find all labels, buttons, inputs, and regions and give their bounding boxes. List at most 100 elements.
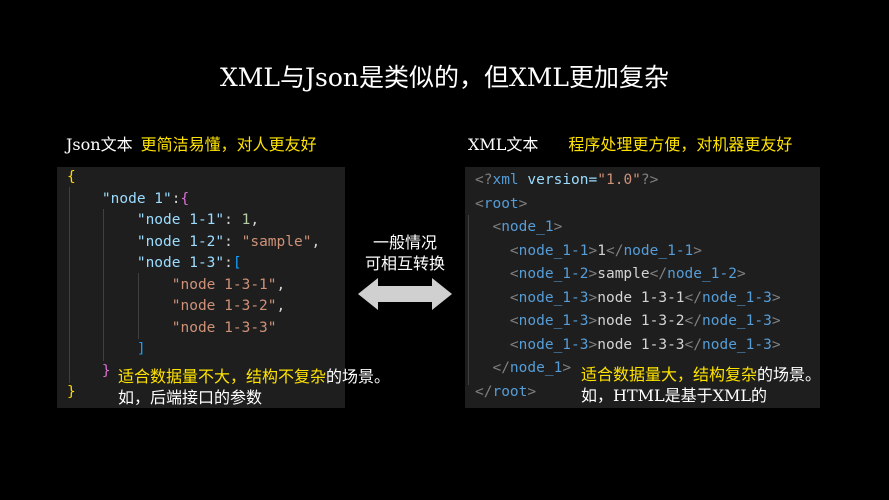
code-token: version=: [518, 172, 598, 188]
slide-title: XML与Json是类似的，但XML更加复杂: [219, 63, 669, 92]
code-token: <: [475, 266, 519, 282]
code-line: <node_1>: [475, 219, 562, 235]
code-token: </: [684, 289, 703, 306]
code-token: >: [588, 289, 598, 306]
code-token: node_1-2: [518, 266, 589, 282]
code-token: >: [553, 219, 563, 235]
indent-guide: [468, 215, 469, 385]
code-line: "node 1-1": 1,: [67, 212, 259, 228]
code-line: }: [67, 384, 76, 400]
code-token: 1: [241, 212, 251, 228]
xml-code-block: <?xml version="1.0"?><root> <node_1> <no…: [465, 167, 820, 408]
code-token: root: [492, 383, 528, 400]
indent-guide: [103, 209, 104, 361]
json-label-desc: 更简洁易懂，对人更友好: [140, 135, 317, 154]
json-note-rest: 的场景。: [326, 367, 391, 386]
code-line: </root>: [475, 384, 536, 400]
code-token: <: [475, 313, 519, 329]
code-token: node_1-1: [623, 242, 694, 259]
code-token: node_1-3: [702, 336, 772, 353]
indent-guide: [138, 273, 139, 339]
conversion-line2: 可相互转换: [364, 254, 445, 273]
code-token: }: [67, 362, 111, 379]
code-token: node_1: [509, 360, 563, 376]
code-token: :: [171, 190, 181, 207]
code-line: <node_1-1>1</node_1-1>: [475, 243, 702, 259]
code-token: node 1-3-1: [597, 289, 685, 306]
xml-note-rest: 的场景。: [757, 365, 822, 384]
code-line: "node 1-3-1",: [67, 276, 286, 293]
code-token: >: [527, 383, 537, 400]
code-token: >: [693, 242, 703, 259]
conversion-note: 一般情况可相互转换: [355, 232, 455, 274]
code-token: </: [475, 360, 510, 376]
code-line: }: [67, 363, 111, 379]
code-token: node_1-3: [702, 289, 772, 306]
code-token: >: [562, 360, 572, 376]
code-line: ]: [67, 341, 146, 357]
code-line: <node_1-2>sample</node_1-2>: [475, 266, 746, 282]
code-line: </node_1>: [475, 360, 571, 376]
json-note-highlight: 适合数据量不大，结构不复杂: [118, 367, 327, 386]
code-line: <node_1-3>node 1-3-3</node_1-3>: [475, 337, 781, 353]
code-line: <node_1-3>node 1-3-1</node_1-3>: [475, 290, 781, 306]
code-token: >: [736, 266, 746, 282]
code-token: node_1-3: [518, 313, 589, 329]
indent-guide: [69, 187, 70, 383]
code-token: >: [771, 313, 781, 329]
code-token: root: [483, 195, 519, 212]
code-token: :: [224, 255, 233, 271]
code-token: }: [67, 384, 76, 400]
code-token: <: [475, 195, 484, 212]
code-token: <: [475, 336, 519, 353]
code-token: </: [649, 266, 668, 282]
code-token: "node 1-1": [67, 212, 225, 228]
code-token: xml: [492, 172, 519, 188]
code-token: ,: [276, 298, 286, 314]
code-line: {: [67, 169, 76, 185]
code-token: node_1-3: [702, 313, 772, 329]
code-token: [: [232, 255, 242, 271]
code-token: </: [684, 313, 703, 329]
code-token: 1: [597, 242, 606, 259]
code-token: "node 1-2": [67, 233, 225, 250]
code-token: >: [588, 266, 598, 282]
code-token: node_1-3: [518, 336, 589, 353]
code-token: node_1: [501, 219, 554, 235]
code-line: "node 1-2": "sample",: [67, 234, 320, 250]
code-token: <: [475, 219, 502, 235]
code-token: <: [475, 242, 519, 259]
code-token: :: [224, 233, 242, 250]
code-token: ,: [276, 276, 286, 293]
xml-note-highlight: 适合数据量大，结构复杂: [581, 365, 758, 384]
code-token: ?>: [640, 172, 659, 188]
code-line: <node_1-3>node 1-3-2</node_1-3>: [475, 313, 781, 329]
code-token: node 1-3-3: [597, 336, 685, 353]
code-token: </: [605, 242, 624, 259]
xml-note: 适合数据量大，结构复杂的场景。如，HTML是基于XML的: [581, 364, 821, 406]
code-line: <root>: [475, 196, 527, 212]
code-token: "node 1-3-2": [67, 298, 277, 314]
code-token: :: [224, 212, 242, 228]
code-line: <?xml version="1.0"?>: [475, 172, 658, 188]
xml-note-line2: 如，HTML是基于XML的: [581, 386, 768, 405]
code-token: ]: [67, 341, 146, 357]
code-token: {: [67, 169, 76, 185]
code-token: </: [684, 336, 703, 353]
code-token: "1.0": [597, 172, 641, 188]
code-token: >: [518, 195, 528, 212]
json-label-name: Json文本: [66, 135, 133, 154]
code-line: "node 1":{: [67, 191, 189, 207]
code-token: "node 1-3-3": [67, 319, 277, 336]
code-token: "node 1": [67, 190, 172, 207]
json-code-block: { "node 1":{ "node 1-1": 1, "node 1-2": …: [57, 167, 345, 408]
code-token: "sample": [241, 233, 312, 250]
code-token: <?: [475, 172, 493, 188]
double-arrow-icon: [358, 278, 452, 310]
code-token: "node 1-3-1": [67, 276, 277, 293]
code-token: node_1-1: [518, 242, 589, 259]
code-token: >: [588, 242, 598, 259]
code-token: >: [771, 336, 781, 353]
code-token: node_1-3: [518, 289, 589, 306]
code-token: ,: [250, 212, 260, 228]
